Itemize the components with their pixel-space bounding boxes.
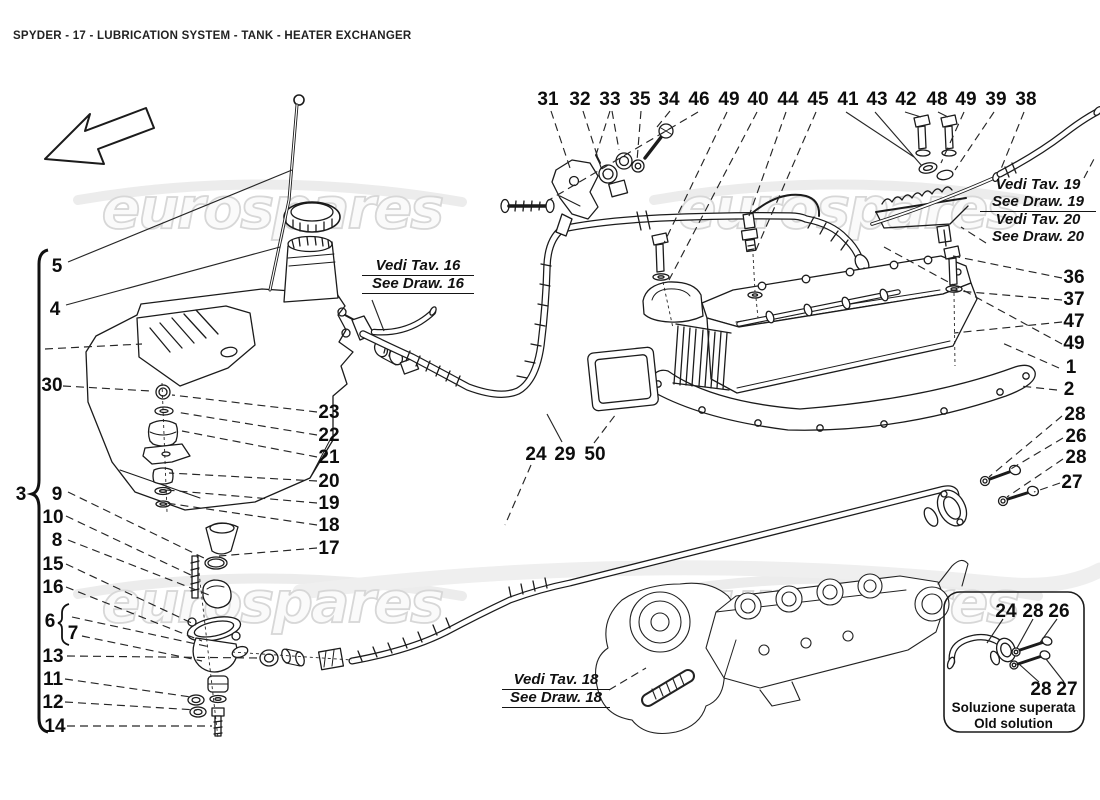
ref-text: See Draw. 16 — [362, 276, 474, 294]
ref-text: Vedi Tav. 16 — [362, 258, 474, 276]
dipstick — [268, 94, 305, 292]
ref-see-draw-18: Vedi Tav. 18 See Draw. 18 — [502, 672, 610, 708]
ref-text: See Draw. 18 — [502, 690, 610, 708]
filler-cap — [283, 201, 341, 233]
ref-text: See Draw. 19 — [980, 194, 1096, 212]
hose-bracket-cluster — [500, 123, 674, 237]
oil-tank — [85, 288, 354, 511]
pipe-flange-fitting — [923, 464, 1040, 527]
direction-arrow-icon — [44, 107, 155, 165]
ref-text: Vedi Tav. 19 — [995, 176, 1081, 193]
inset-caption: Soluzione superata Old solution — [947, 700, 1080, 732]
ref-see-draw-19-20: Vedi Tav. 19 See Draw. 19 Vedi Tav. 20 S… — [980, 177, 1096, 246]
gasket-plate-50 — [587, 346, 659, 412]
watermark-text: eurospares — [678, 176, 1018, 242]
ref-text: Vedi Tav. 20 — [995, 211, 1081, 228]
inset-box — [943, 591, 1085, 733]
inset-caption-line: Old solution — [974, 716, 1053, 731]
ref-text: Vedi Tav. 18 — [502, 672, 610, 690]
filler-neck — [283, 235, 339, 303]
thermostat-assembly — [186, 522, 345, 737]
leader-lines — [44, 110, 1095, 739]
watermark-text: eurospares — [102, 176, 442, 242]
watermark-layer: eurospares eurospares eurospares eurospa… — [73, 175, 1100, 637]
heater-pipe-bracket — [870, 106, 1100, 247]
exchanger-gasket — [647, 364, 1036, 432]
group-braces — [26, 248, 70, 734]
inset-caption-line: Soluzione superata — [951, 700, 1076, 715]
ref-text: See Draw. 20 — [992, 228, 1084, 245]
watermark-text: eurospares — [102, 570, 442, 636]
page-title: SPYDER - 17 - LUBRICATION SYSTEM - TANK … — [13, 30, 412, 42]
ref-see-draw-16: Vedi Tav. 16 See Draw. 16 — [362, 258, 474, 294]
engine-assembly — [595, 559, 969, 735]
heat-exchanger — [642, 255, 978, 394]
